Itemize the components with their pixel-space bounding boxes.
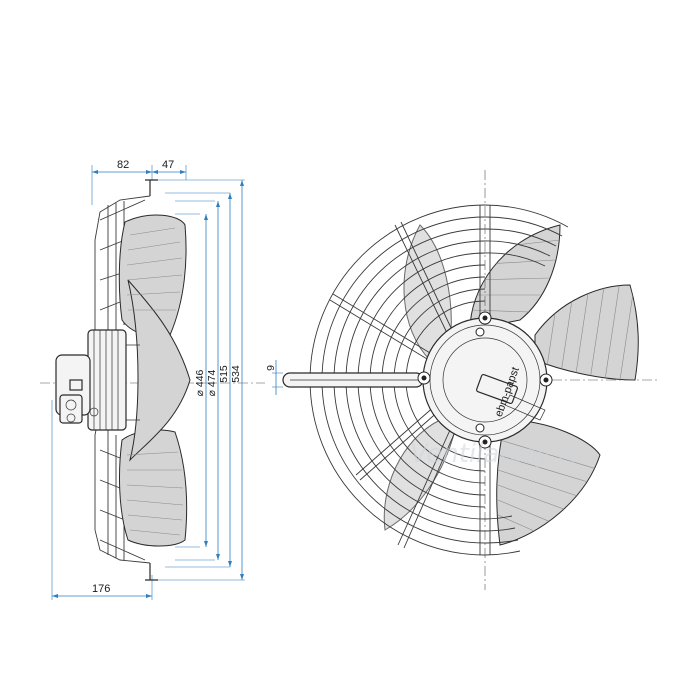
dim-9-label: 9 <box>265 365 277 371</box>
dim-474-label: ⌀ 474 <box>206 369 218 396</box>
watermark: Ventilatory.ru <box>410 439 585 469</box>
dim-82-label: 82 <box>117 159 129 171</box>
blade-front-2 <box>496 419 601 546</box>
blade-side-lower <box>119 429 188 547</box>
front-view: 9 ebm-papst Ventilatory.ru <box>265 170 660 590</box>
blade-side-mid <box>127 279 191 462</box>
dim-176-label: 176 <box>92 583 110 595</box>
dim-446-label: ⌀ 446 <box>194 369 206 396</box>
dim-515-label: 515 <box>218 365 230 383</box>
blade-front-1 <box>534 284 639 381</box>
rating-plate <box>476 374 518 404</box>
guard-struts <box>329 205 491 555</box>
blade-front-3 <box>469 224 561 331</box>
dim-534-label: 534 <box>230 365 242 383</box>
hub-bolts <box>417 311 553 449</box>
side-view: 82 47 ⌀ 446 ⌀ 474 515 534 176 <box>40 159 265 600</box>
dim-47-label: 47 <box>162 159 174 171</box>
